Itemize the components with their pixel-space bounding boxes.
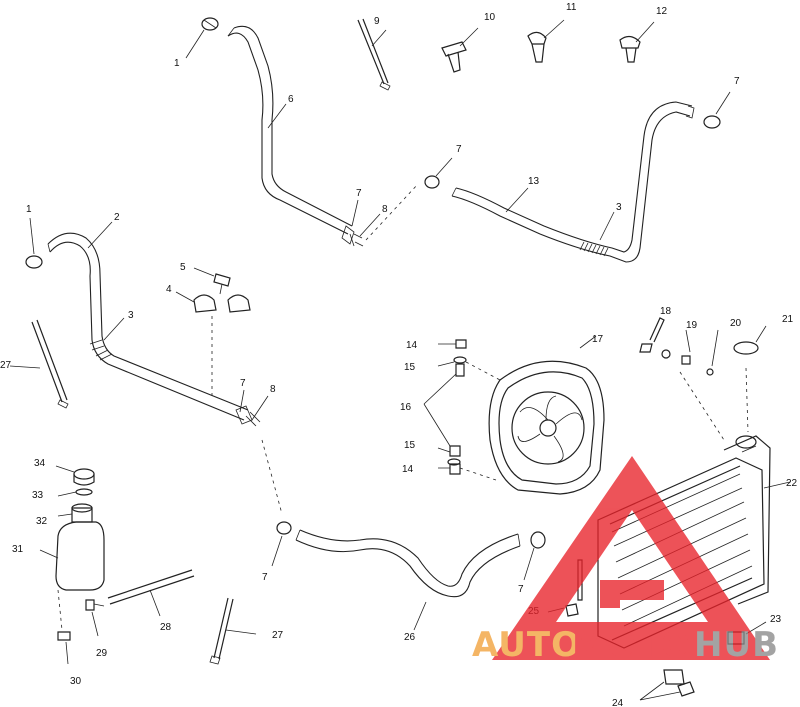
leader-7-top — [351, 199, 359, 227]
callout-12: 12 — [656, 6, 668, 17]
callout-32: 32 — [36, 516, 48, 527]
callout-7-right: 7 — [734, 76, 740, 87]
leader-dash-upper — [365, 183, 419, 241]
callout-28: 28 — [160, 622, 172, 633]
push-rivet-10 — [441, 27, 479, 73]
leader-26 — [413, 601, 427, 631]
hose-clamp-7-lower-left — [271, 521, 292, 567]
callout-27-bottom: 27 — [272, 630, 284, 641]
callout-19: 19 — [686, 320, 698, 331]
cable-tie-27-left — [9, 319, 69, 409]
callout-1: 1 — [174, 58, 180, 69]
bolt-5 — [193, 267, 231, 295]
hose-clamp-7-lower-right — [523, 531, 546, 581]
logo-text-auto: AUTO — [472, 625, 581, 665]
hose-clamp-7-mid — [424, 157, 453, 189]
upper-hose-13 — [451, 101, 695, 263]
callout-20: 20 — [730, 318, 742, 329]
callout-29: 29 — [96, 648, 108, 659]
logo-triangle-mark — [492, 456, 770, 660]
push-rivet-11 — [527, 19, 565, 63]
callout-9: 9 — [374, 16, 380, 27]
coolant-reservoir-31 — [39, 465, 105, 665]
cable-tie-9 — [357, 18, 391, 91]
push-rivet-12 — [619, 21, 655, 63]
callout-8-top: 8 — [382, 204, 388, 215]
lower-hose-26 — [295, 529, 521, 598]
upper-hose-6 — [227, 25, 364, 247]
callout-7-lower-left: 7 — [262, 572, 268, 583]
callout-18: 18 — [660, 306, 672, 317]
leader-dash-lower-left — [261, 439, 283, 515]
left-hose-2 — [47, 232, 261, 427]
callout-3-left: 3 — [128, 310, 134, 321]
leader-8-top — [359, 213, 381, 237]
fan-assembly-17 — [488, 335, 605, 495]
callout-5: 5 — [180, 262, 186, 273]
logo-text-moto: MOTO — [572, 625, 691, 665]
cable-tie-27-bottom — [209, 597, 257, 665]
hose-clamp-7-right — [703, 91, 731, 129]
callout-14-top: 14 — [406, 340, 418, 351]
callout-2: 2 — [114, 212, 120, 223]
callout-1-left: 1 — [26, 204, 32, 215]
leader-8-left — [251, 395, 269, 421]
automotohub-watermark-logo: AUTO MOTO HUB — [472, 456, 779, 665]
hose-clamp-1-top — [185, 17, 219, 59]
callout-21: 21 — [782, 314, 794, 325]
callout-13: 13 — [528, 176, 540, 187]
mount-bracket-4 — [175, 291, 251, 313]
leader-3-right — [599, 211, 615, 241]
callout-7-top: 7 — [356, 188, 362, 199]
callout-10: 10 — [484, 12, 496, 23]
leader-22-radiator — [741, 445, 757, 453]
leader-13 — [505, 187, 529, 213]
callout-6: 6 — [288, 94, 294, 105]
hose-clamp-1-left — [25, 217, 43, 269]
callout-15-top: 15 — [404, 362, 416, 373]
callout-33: 33 — [32, 490, 44, 501]
callout-4: 4 — [166, 284, 172, 295]
radiator-22 — [597, 435, 791, 649]
callout-11: 11 — [566, 2, 577, 13]
callout-24: 24 — [612, 698, 624, 707]
callout-14-bottom: 14 — [402, 464, 414, 475]
leader-7-left — [239, 389, 245, 413]
leader-2 — [87, 221, 113, 249]
callout-8-left: 8 — [270, 384, 276, 395]
callout-7-lower-right: 7 — [518, 584, 524, 595]
callout-16: 16 — [400, 402, 412, 413]
callout-26: 26 — [404, 632, 416, 643]
callout-34: 34 — [34, 458, 46, 469]
leader-3-left — [103, 317, 125, 341]
callout-15-bottom: 15 — [404, 440, 416, 451]
callout-23: 23 — [770, 614, 782, 625]
callout-7-mid: 7 — [456, 144, 462, 155]
callout-3-right: 3 — [616, 202, 622, 213]
callout-30: 30 — [70, 676, 82, 687]
logo-inner-mark — [600, 580, 664, 608]
callout-31: 31 — [12, 544, 24, 555]
overflow-tube-28 — [107, 569, 195, 617]
callout-17: 17 — [592, 334, 604, 345]
leader-6 — [267, 103, 287, 129]
callout-22: 22 — [786, 478, 798, 489]
fan-fasteners — [423, 339, 501, 481]
logo-text-hub: HUB — [694, 625, 779, 665]
callout-7-left: 7 — [240, 378, 246, 389]
callout-27-left: 27 — [0, 360, 12, 371]
